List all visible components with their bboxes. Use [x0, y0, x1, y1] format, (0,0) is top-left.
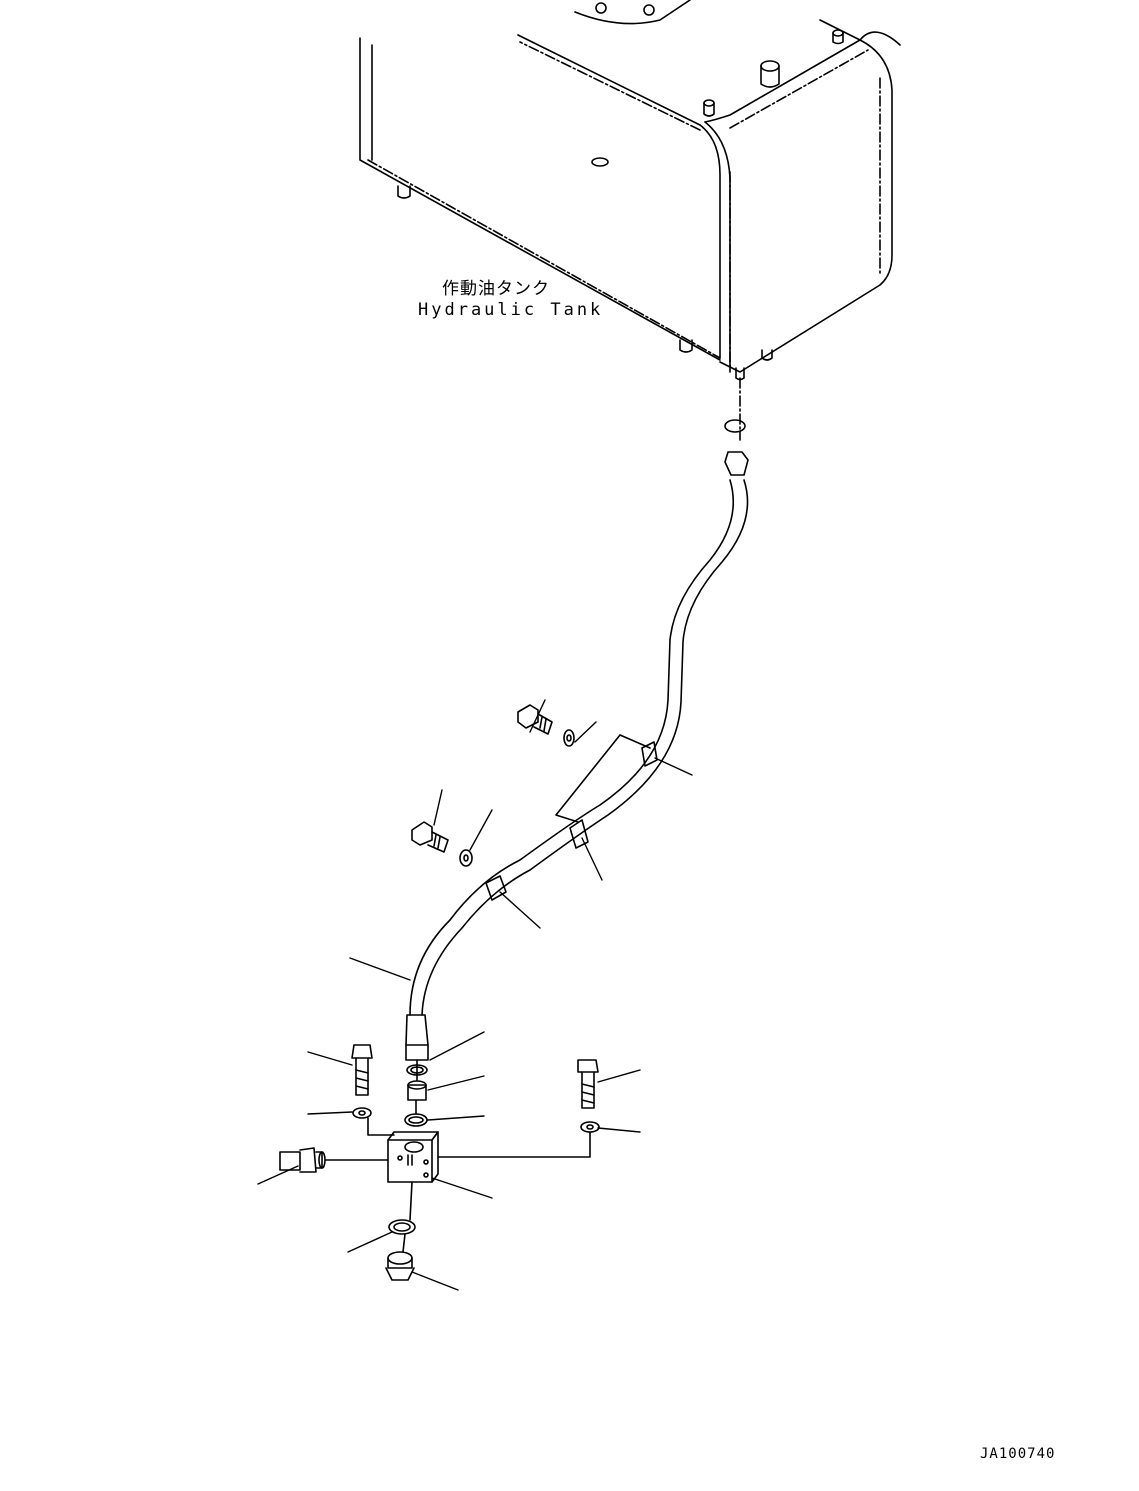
hose-clamp	[486, 742, 657, 900]
hydraulic-tank	[360, 0, 900, 440]
o-ring	[725, 420, 745, 432]
pressure-sensor	[280, 1148, 388, 1172]
bolt	[352, 1045, 372, 1095]
washer	[581, 1122, 599, 1132]
clamp-bracket	[556, 735, 650, 822]
tank-label-english: Hydraulic Tank	[418, 300, 604, 320]
tank-label-japanese: 作動油タンク	[442, 279, 550, 299]
washer	[564, 730, 574, 746]
plug	[386, 1252, 414, 1280]
elbow-fitting	[408, 1081, 426, 1100]
washer	[460, 850, 472, 866]
hose	[406, 452, 748, 1060]
bolt-assembly-lines	[368, 1060, 590, 1252]
washer	[353, 1108, 371, 1118]
bolt	[518, 705, 552, 734]
o-ring	[389, 1220, 415, 1234]
leader-lines	[258, 700, 692, 1290]
o-ring	[405, 1114, 427, 1126]
drawing-number: JA100740	[980, 1446, 1056, 1462]
bolt	[578, 1060, 598, 1108]
manifold-block	[388, 1132, 438, 1182]
bolt	[412, 822, 448, 852]
